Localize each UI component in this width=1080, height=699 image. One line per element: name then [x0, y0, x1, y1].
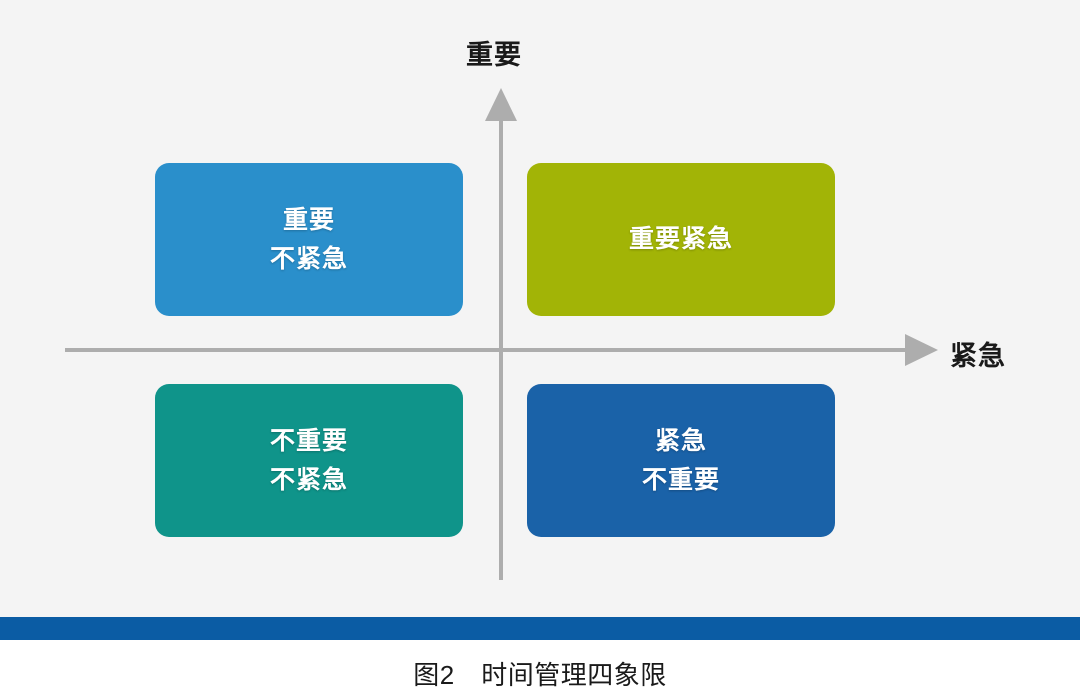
- quadrant-label-line: 重要紧急: [628, 225, 733, 254]
- bottom-divider-rule: [0, 617, 1080, 640]
- quadrant-important-urgent[interactable]: 重要紧急: [527, 163, 844, 324]
- quadrant-not-important-not-urgent[interactable]: 不重要 不紧急: [155, 384, 472, 545]
- vertical-axis-label: 重要: [466, 40, 522, 70]
- quadrant-label-line: 不重要: [641, 465, 720, 494]
- quadrant-label-line: 不紧急: [269, 244, 348, 273]
- quadrant-label-line: 重要: [282, 205, 335, 234]
- quadrant-label-line: 不紧急: [269, 465, 348, 494]
- figure-caption: 图2 时间管理四象限: [413, 660, 667, 690]
- quadrant-important-not-urgent[interactable]: 重要 不紧急: [155, 163, 472, 324]
- quadrant-label-line: 紧急: [654, 426, 707, 455]
- vertical-axis-line: [499, 104, 503, 580]
- quadrant-label-line: 不重要: [269, 426, 348, 455]
- up-arrow-icon: [485, 88, 517, 121]
- quadrant-urgent-not-important[interactable]: 紧急 不重要: [527, 384, 844, 545]
- right-arrow-icon: [905, 334, 938, 366]
- horizontal-axis-line: [65, 348, 928, 352]
- diagram-canvas: 重要 紧急 重要 不紧急 重要紧急 不重要 不紧急 紧急 不重要: [0, 0, 1080, 617]
- horizontal-axis-label: 紧急: [950, 341, 1006, 371]
